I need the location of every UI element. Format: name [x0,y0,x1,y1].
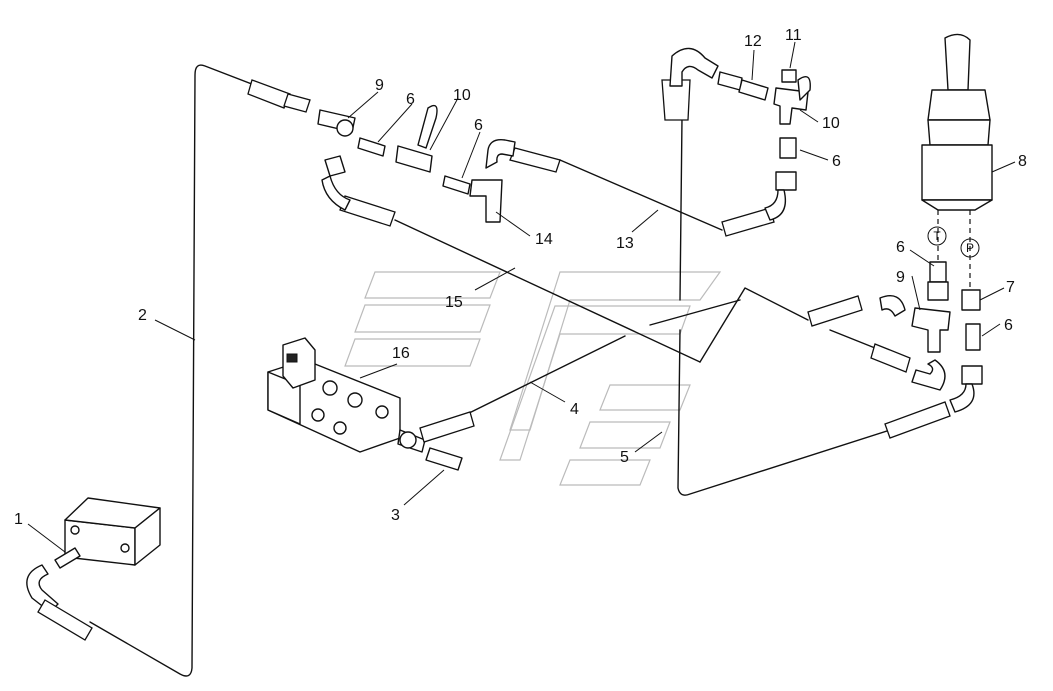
fittings-right [879,261,983,413]
hose-15-return [699,287,809,363]
tee-14 [469,179,503,223]
callout-labels: 1 2 3 4 5 9 6 10 6 14 13 15 16 12 11 10 … [14,27,1027,528]
tee-9b [911,307,951,353]
plug-7 [961,289,981,311]
watermark [344,271,722,486]
hose-5-vertical [679,117,683,301]
callout-6a: 6 [406,91,415,108]
callout-11: 11 [785,27,802,44]
pedal-valve-8 [921,33,993,290]
callout-4: 4 [570,401,579,418]
callout-8: 8 [1018,153,1027,170]
hose-lines [89,64,891,677]
callout-14: 14 [535,231,553,248]
callout-9b: 9 [896,269,905,286]
tee-10 [395,145,433,173]
callout-12: 12 [744,33,762,50]
callout-10a: 10 [453,87,471,104]
callout-1: 1 [14,511,23,528]
fittings-top-right [669,47,811,221]
callout-5: 5 [620,449,629,466]
hose-2 [89,64,263,677]
cap-11 [781,69,797,83]
hose-5 [677,329,891,496]
hose-13 [559,159,723,231]
fittings-left [317,104,516,223]
callout-7: 7 [1006,279,1015,296]
callout-2: 2 [138,307,147,324]
bracket-assembly [26,497,161,641]
callout-16: 16 [392,345,410,362]
callout-6d: 6 [896,239,905,256]
elbow-fitting-1 [54,547,81,569]
hose-pt-return [829,329,881,351]
port-mark-p: P [966,241,974,255]
adapter-12 [738,79,769,101]
callout-6c: 6 [832,153,841,170]
callout-13: 13 [616,235,634,252]
hose-4b [649,299,741,326]
leader-lines [27,41,1016,553]
callout-3: 3 [391,507,400,524]
callout-10b: 10 [822,115,840,132]
callout-6e: 6 [1004,317,1013,334]
port-mark-t: T [933,229,941,243]
callout-15: 15 [445,294,463,311]
hose-15 [394,219,701,363]
port-marks: T P [927,226,980,258]
nipple-6d [965,323,981,351]
callout-9a: 9 [375,77,384,94]
hose-4 [454,335,626,421]
hose-crimps [247,79,951,443]
callout-6b: 6 [474,117,483,134]
nipple-6b [779,137,797,159]
control-valve [267,337,463,471]
